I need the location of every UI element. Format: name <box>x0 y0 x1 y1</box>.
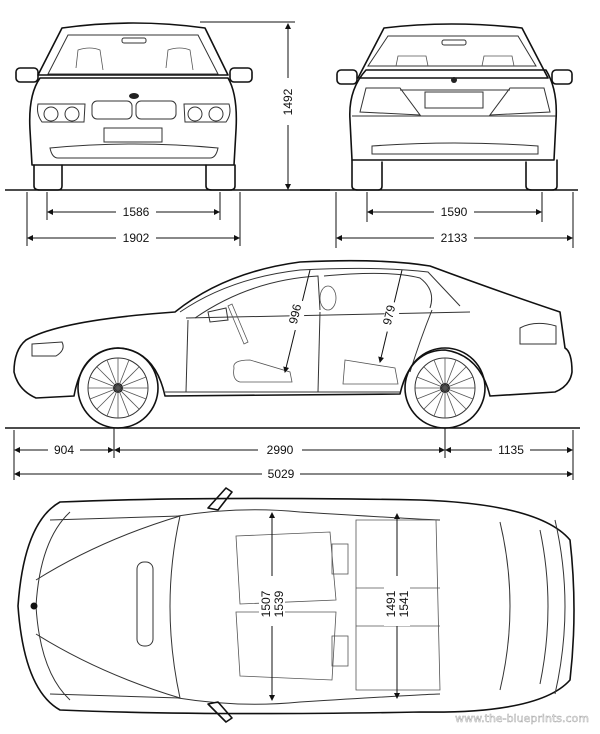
right-mirror <box>229 67 253 83</box>
sunroof-handle <box>136 561 154 647</box>
top-right-mirror <box>207 701 233 723</box>
rear-elbow-label: 1541 <box>397 590 411 617</box>
watermark: www.the-blueprints.com <box>455 712 589 725</box>
front-width-dimension: 1902 <box>26 192 241 246</box>
rear-shoulder-label: 1491 <box>384 590 398 617</box>
side-view: 996 979 <box>13 259 573 429</box>
wheelbase-label: 2990 <box>267 443 294 457</box>
front-height-label: 1492 <box>281 88 295 115</box>
left-mirror <box>15 67 39 83</box>
rear-track-label: 1590 <box>441 205 468 219</box>
kidney-grille-left <box>91 100 133 120</box>
rear-headroom-label: 979 <box>380 303 399 326</box>
top-bmw-logo-icon <box>30 602 38 610</box>
top-left-mirror <box>207 487 233 511</box>
rear-left-mirror <box>336 69 358 85</box>
rear-width-dimension: 2133 <box>335 192 574 248</box>
kidney-grille-right <box>135 100 177 120</box>
bmw-logo-icon <box>129 93 139 99</box>
rear-overhang-label: 1135 <box>498 443 524 457</box>
front-view <box>15 22 253 191</box>
rear-bmw-logo-icon <box>451 77 457 83</box>
rear-view <box>336 23 573 191</box>
front-height-dimension: 1492 <box>200 21 295 190</box>
front-track-dimension: 1586 <box>46 192 221 220</box>
front-width-label: 1902 <box>123 231 150 245</box>
rear-width-label: 2133 <box>441 231 468 245</box>
front-license-plate <box>103 127 163 143</box>
front-track-label: 1586 <box>123 205 150 219</box>
rear-right-mirror <box>551 69 573 85</box>
front-overhang-label: 904 <box>54 443 74 457</box>
side-dimensions: 904 2990 1135 5029 <box>13 428 574 481</box>
rear-license-plate <box>424 91 484 109</box>
front-headroom-label: 996 <box>286 302 305 325</box>
top-view <box>17 487 575 723</box>
front-shoulder-label: 1507 <box>259 590 273 617</box>
rear-cabin-width-dimension: 1491 1541 <box>384 513 411 699</box>
overall-length-label: 5029 <box>268 467 295 481</box>
front-cabin-width-dimension: 1507 1539 <box>259 512 286 701</box>
front-elbow-label: 1539 <box>272 590 286 617</box>
rear-track-dimension: 1590 <box>366 192 543 222</box>
